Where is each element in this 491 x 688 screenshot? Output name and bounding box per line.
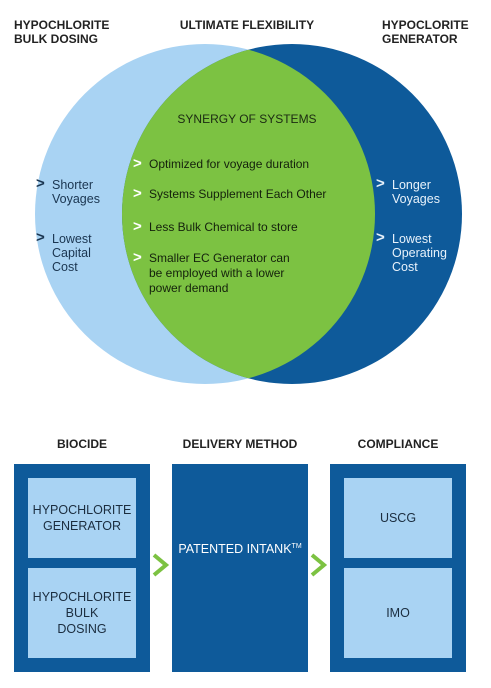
overlap-region (122, 44, 375, 384)
center-item-smaller-generator: > Smaller EC Generator can be employed w… (133, 249, 290, 295)
compliance-item-imo: IMO (344, 568, 452, 658)
trademark-mark: TM (291, 542, 302, 550)
chevron-right-icon: > (133, 185, 142, 202)
right-item-lowest-operating-cost: > Lowest Operating Cost (376, 229, 447, 274)
left-circle-header: HYPOCHLORITE BULK DOSING (14, 18, 110, 46)
chevron-right-icon: > (133, 155, 142, 172)
venn-diagram (35, 44, 462, 384)
chevron-right-icon (310, 553, 328, 577)
chevron-right-icon (152, 553, 170, 577)
chevron-right-icon: > (36, 229, 45, 246)
center-item-less-chemical: > Less Bulk Chemical to store (133, 218, 298, 235)
compliance-title: COMPLIANCE (357, 437, 439, 451)
right-circle-header: HYPOCLORITE GENERATOR (382, 18, 469, 46)
biocide-item-bulk-dosing: HYPOCHLORITE BULK DOSING (28, 568, 136, 658)
biocide-item-generator: HYPOCHLORITE GENERATOR (28, 478, 136, 558)
left-item-shorter-voyages: > Shorter Voyages (36, 175, 100, 206)
biocide-title: BIOCIDE (56, 437, 107, 451)
chevron-right-icon: > (133, 249, 142, 266)
center-item-supplement: > Systems Supplement Each Other (133, 185, 327, 202)
right-item-longer-voyages: > Longer Voyages (376, 175, 440, 206)
compliance-item-uscg: USCG (344, 478, 452, 558)
delivery-method-label: PATENTED INTANKTM (178, 542, 302, 556)
delivery-method-box (172, 464, 308, 672)
chevron-right-icon: > (133, 218, 142, 235)
delivery-method-title: DELIVERY METHOD (182, 437, 298, 451)
chevron-right-icon: > (376, 229, 385, 246)
center-header: ULTIMATE FLEXIBILITY (179, 18, 315, 32)
center-item-optimized: > Optimized for voyage duration (133, 155, 310, 172)
chevron-right-icon: > (36, 175, 45, 192)
synergy-title: SYNERGY OF SYSTEMS (177, 112, 317, 126)
chevron-right-icon: > (376, 175, 385, 192)
left-item-lowest-capital-cost: > Lowest Capital Cost (36, 229, 92, 274)
